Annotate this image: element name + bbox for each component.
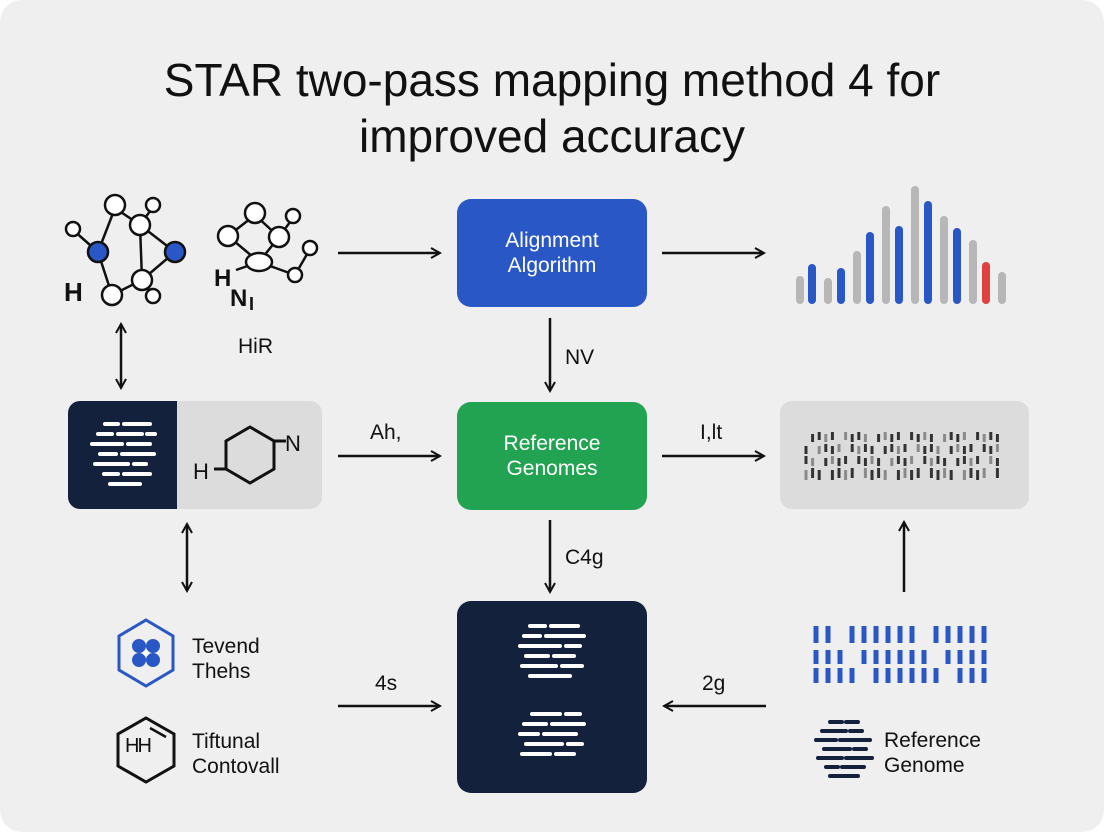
reference-genome-line2: Genome bbox=[884, 754, 965, 777]
output-lines-icon bbox=[518, 624, 586, 756]
alignment-algorithm-box: Alignment Algorithm bbox=[457, 199, 647, 307]
diagram-title: STAR two-pass mapping method 4 for impro… bbox=[0, 52, 1104, 164]
reads-panel bbox=[780, 401, 1029, 509]
alignment-box-line1: Alignment bbox=[505, 229, 599, 252]
legend-item1-line2: Thehs bbox=[192, 660, 251, 683]
reference-box-line1: Reference bbox=[503, 432, 601, 455]
molecule-h-left: H bbox=[64, 277, 83, 307]
arrow-label-ilt: I,lt bbox=[700, 421, 723, 444]
title-line-1: STAR two-pass mapping method 4 for bbox=[163, 54, 941, 106]
output-box bbox=[457, 601, 647, 793]
molecule-i-sub: I bbox=[249, 294, 255, 314]
legend-hexagon-icon bbox=[116, 716, 176, 784]
molecule-icon-left bbox=[64, 193, 187, 307]
hex-text: HH bbox=[125, 735, 152, 757]
legend-item2-text: Tiftunal Contovall bbox=[192, 729, 280, 779]
blue-bars-icon bbox=[813, 626, 987, 683]
arrow-label-nv: NV bbox=[565, 346, 595, 369]
title-line-2: improved accuracy bbox=[358, 110, 746, 162]
histogram-icon bbox=[796, 186, 1006, 304]
hir-label: HiR bbox=[238, 335, 273, 358]
alignment-box-line2: Algorithm bbox=[507, 254, 597, 277]
reference-box-line2: Genomes bbox=[506, 457, 598, 480]
reference-genomes-box: Reference Genomes bbox=[457, 402, 647, 510]
arrow-label-c4g: C4g bbox=[565, 546, 604, 569]
legend-cube-icon bbox=[117, 618, 175, 688]
cyclohexane-icon bbox=[224, 425, 276, 485]
legend-item1-line1: Tevend bbox=[192, 635, 260, 658]
reference-genome-text: Reference Genome bbox=[884, 728, 981, 778]
molecule-icon-right bbox=[216, 201, 319, 284]
panel-n-label: N bbox=[285, 431, 301, 456]
molecule-h-right: H bbox=[214, 265, 232, 292]
sequence-lines-icon bbox=[90, 422, 157, 486]
molecule-n-sub: N bbox=[230, 285, 248, 312]
arrow-label-2g: 2g bbox=[702, 672, 726, 695]
legend-item2-line1: Tiftunal bbox=[192, 730, 261, 753]
arrow-label-ah: Ah, bbox=[370, 421, 402, 444]
reads-pattern-icon bbox=[804, 432, 999, 480]
reference-genome-line1: Reference bbox=[884, 729, 981, 752]
arrow-label-4s: 4s bbox=[375, 672, 398, 695]
legend-item1-text: Tevend Thehs bbox=[192, 634, 260, 684]
panel-h-label: H bbox=[193, 459, 209, 484]
legend-item2-line2: Contovall bbox=[192, 755, 280, 778]
reference-genome-lines-icon bbox=[814, 720, 874, 778]
